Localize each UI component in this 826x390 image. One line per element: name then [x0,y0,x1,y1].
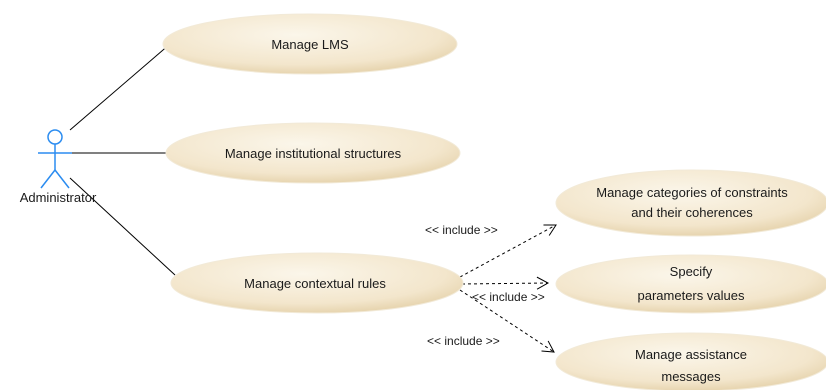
actor-figure[interactable] [38,129,72,189]
usecase-manage-categories-shape [555,169,826,237]
actor-label: Administrator [20,190,97,205]
usecase-manage-assistance[interactable]: Manage assistance messages [555,332,826,390]
include-arrow-assistance [459,289,555,353]
usecase-specify-parameters-shape [555,254,826,314]
usecase-manage-assistance-shape [555,332,826,390]
usecase-manage-lms-label: Manage LMS [271,37,349,52]
association-manage-lms [69,43,171,131]
usecase-specify-parameters[interactable]: Specify parameters values [555,254,826,314]
usecase-manage-lms-shape [162,13,458,75]
usecase-manage-lms[interactable]: Manage LMS [162,13,458,75]
association-manage-contextual [69,177,176,276]
include-label-categories: << include >> [425,223,498,237]
include-arrow-parameters [461,276,550,290]
actor-right-leg [54,169,70,189]
actor-left-leg [40,169,56,189]
usecase-specify-parameters-label-line2: parameters values [638,288,745,303]
usecase-specify-parameters-label-line1: Specify [670,264,713,279]
usecase-manage-institutional-label: Manage institutional structures [225,146,402,161]
include-label-assistance: << include >> [427,334,500,348]
usecase-manage-institutional-shape [165,122,461,184]
usecase-manage-assistance-label-line1: Manage assistance [635,347,747,362]
actor-head [47,129,63,145]
usecase-manage-contextual-rules[interactable]: Manage contextual rules [170,252,464,314]
usecase-manage-categories-label-line2: and their coherences [631,205,753,220]
include-label-parameters: << include >> [472,290,545,304]
usecase-manage-assistance-label-line2: messages [661,369,721,384]
usecase-manage-contextual-label: Manage contextual rules [244,276,386,291]
usecase-manage-categories[interactable]: Manage categories of constraints and the… [555,169,826,237]
usecase-manage-categories-label-line1: Manage categories of constraints [596,185,788,200]
usecase-manage-contextual-shape [170,252,464,314]
usecase-manage-institutional-structures[interactable]: Manage institutional structures [165,122,461,184]
include-arrow-categories [459,224,557,278]
